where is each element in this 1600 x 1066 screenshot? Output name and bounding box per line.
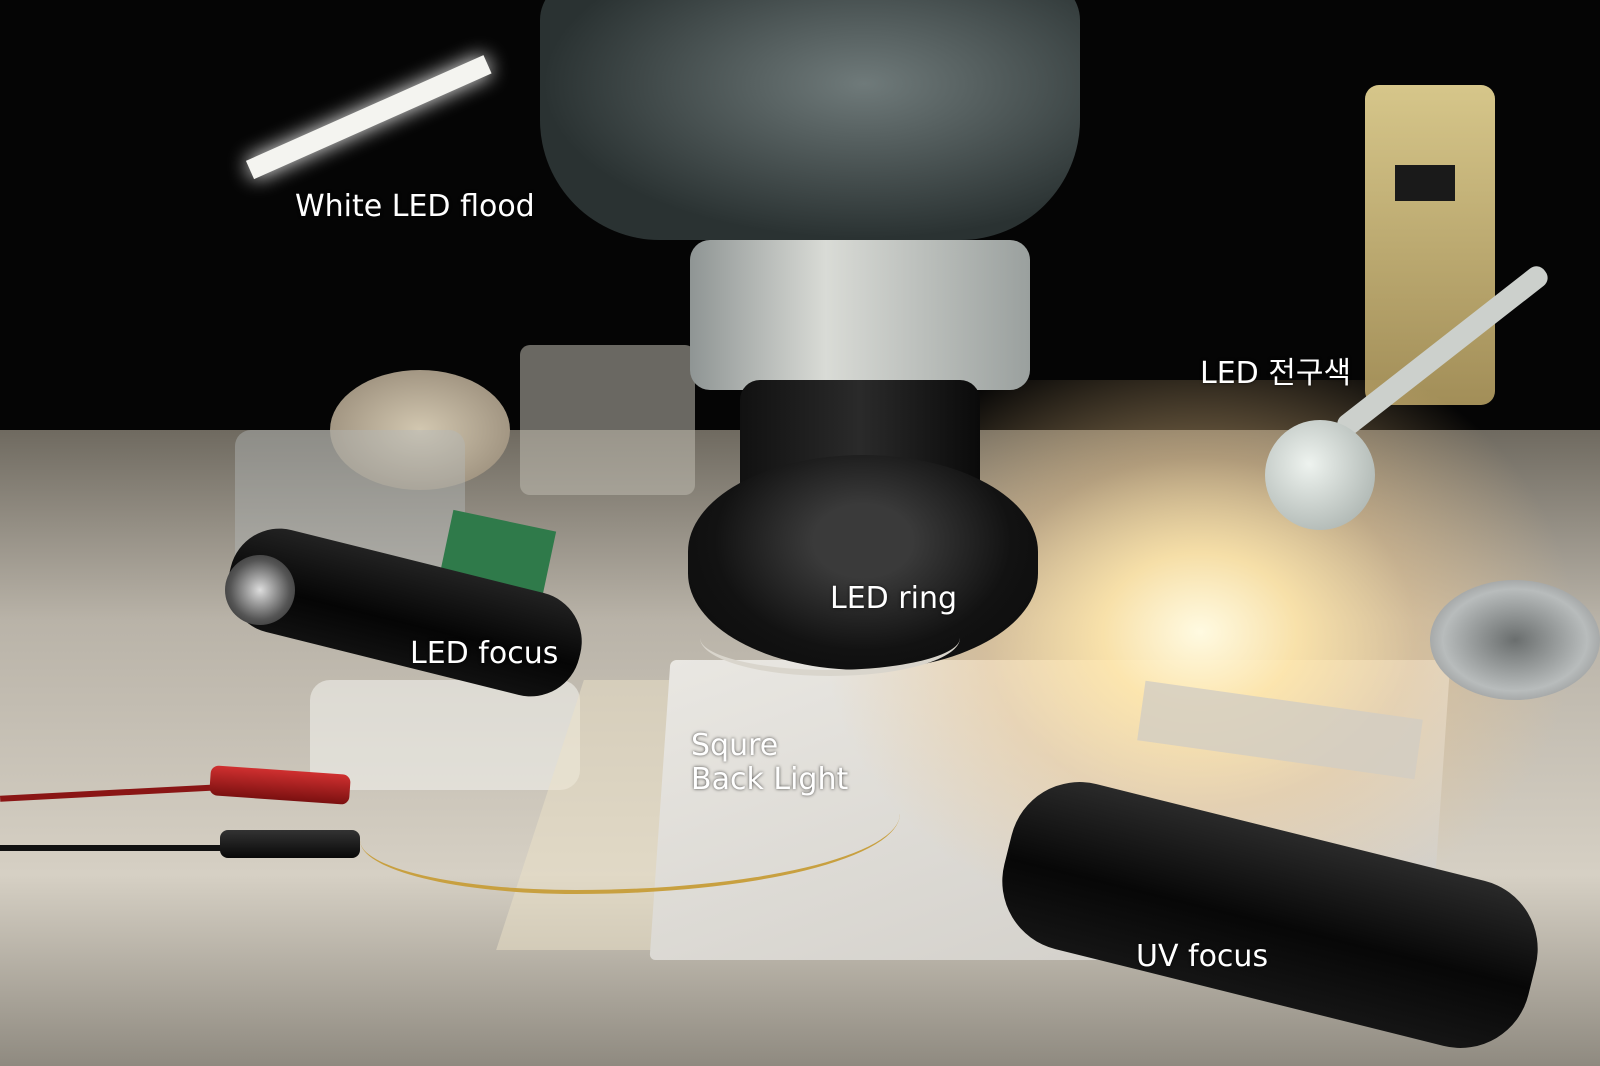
label-led-focus: LED focus: [410, 636, 559, 671]
flashlight-head: [225, 555, 295, 625]
label-led-ring: LED ring: [830, 581, 958, 616]
solder-tin: [330, 370, 510, 490]
label-square-back-light-line1: Squre: [691, 728, 779, 763]
parts-box: [520, 345, 695, 495]
back-light-wire: [360, 760, 900, 894]
label-led-warm: LED 전구색: [1200, 356, 1352, 391]
ring-light-diffuser: [700, 600, 960, 676]
label-white-led-flood: White LED flood: [295, 189, 535, 224]
microscope-head: [540, 0, 1080, 240]
soldering-station-display: [1395, 165, 1455, 201]
lens-filter: [1430, 580, 1600, 700]
warm-led-bulb: [1265, 420, 1375, 530]
white-led-flood-lamp: [245, 55, 492, 180]
black-alligator-clip: [220, 830, 360, 858]
label-uv-focus: UV focus: [1136, 939, 1269, 974]
label-square-back-light-line2: Back Light: [691, 762, 849, 797]
microscope-body: [690, 240, 1030, 390]
black-wire: [0, 845, 230, 851]
